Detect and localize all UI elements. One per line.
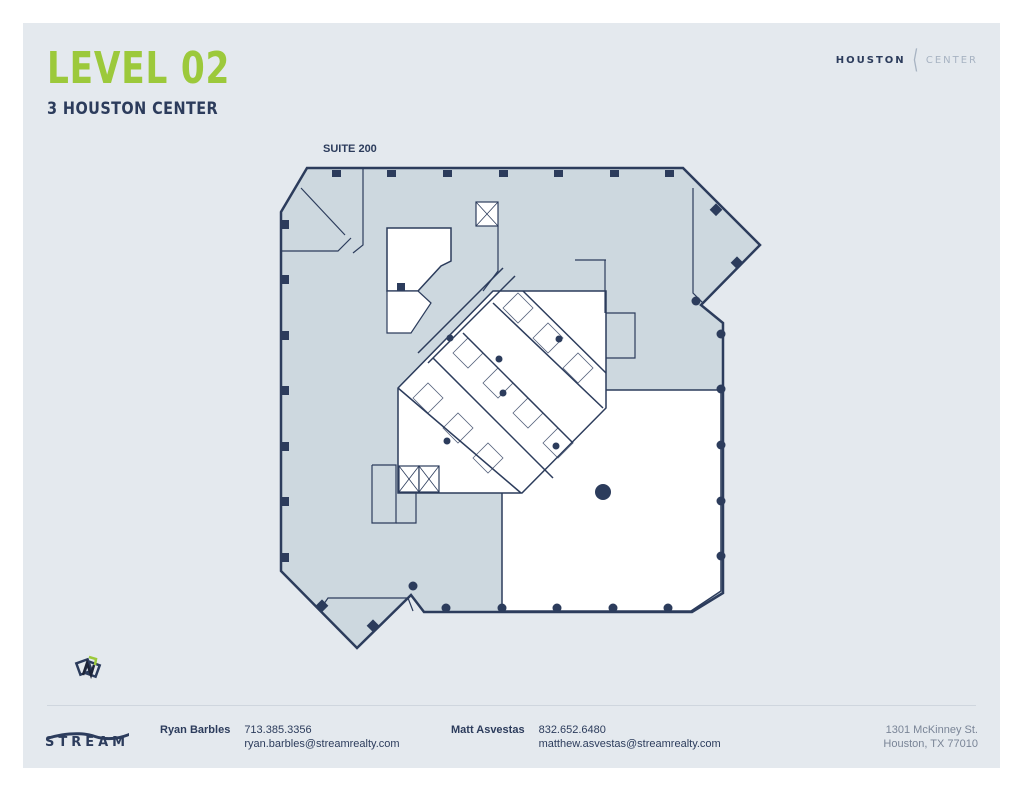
n-logo-icon xyxy=(74,655,102,680)
stream-wave-icon xyxy=(47,732,129,741)
contact-ryan: Ryan Barbles 713.385.3356 ryan.barbles@s… xyxy=(160,723,400,751)
contact-email[interactable]: matthew.asvestas@streamrealty.com xyxy=(538,738,721,750)
contact-phone[interactable]: 832.652.6480 xyxy=(538,724,606,736)
floor-plan-sheet: LEVEL 02 3 HOUSTON CENTER HOUSTON ⟨ CENT… xyxy=(23,23,1000,768)
columns-round xyxy=(408,296,726,613)
contact-phone[interactable]: 713.385.3356 xyxy=(244,724,312,736)
level-title: LEVEL 02 xyxy=(47,43,231,94)
address-line1: 1301 McKinney St. xyxy=(885,724,978,736)
chevron-left-icon: ⟨ xyxy=(912,45,920,75)
building-address: 1301 McKinney St. Houston, TX 77010 xyxy=(883,723,978,751)
building-title: 3 HOUSTON CENTER xyxy=(47,99,219,119)
brand-word-houston: HOUSTON xyxy=(835,54,906,66)
contact-name: Matt Asvestas xyxy=(451,724,525,736)
houston-center-logo: HOUSTON ⟨ CENTER xyxy=(836,47,978,73)
brand-word-center: CENTER xyxy=(925,54,978,66)
stream-logo-text: STREAM xyxy=(45,735,130,750)
address-line2: Houston, TX 77010 xyxy=(883,738,978,750)
footer-divider xyxy=(47,705,976,706)
contact-matt: Matt Asvestas 832.652.6480 matthew.asves… xyxy=(451,723,721,751)
contact-email[interactable]: ryan.barbles@streamrealty.com xyxy=(244,738,400,750)
suite-label: SUITE 200 xyxy=(323,143,377,155)
floor-plan-drawing xyxy=(279,166,762,650)
contact-name: Ryan Barbles xyxy=(160,724,231,736)
